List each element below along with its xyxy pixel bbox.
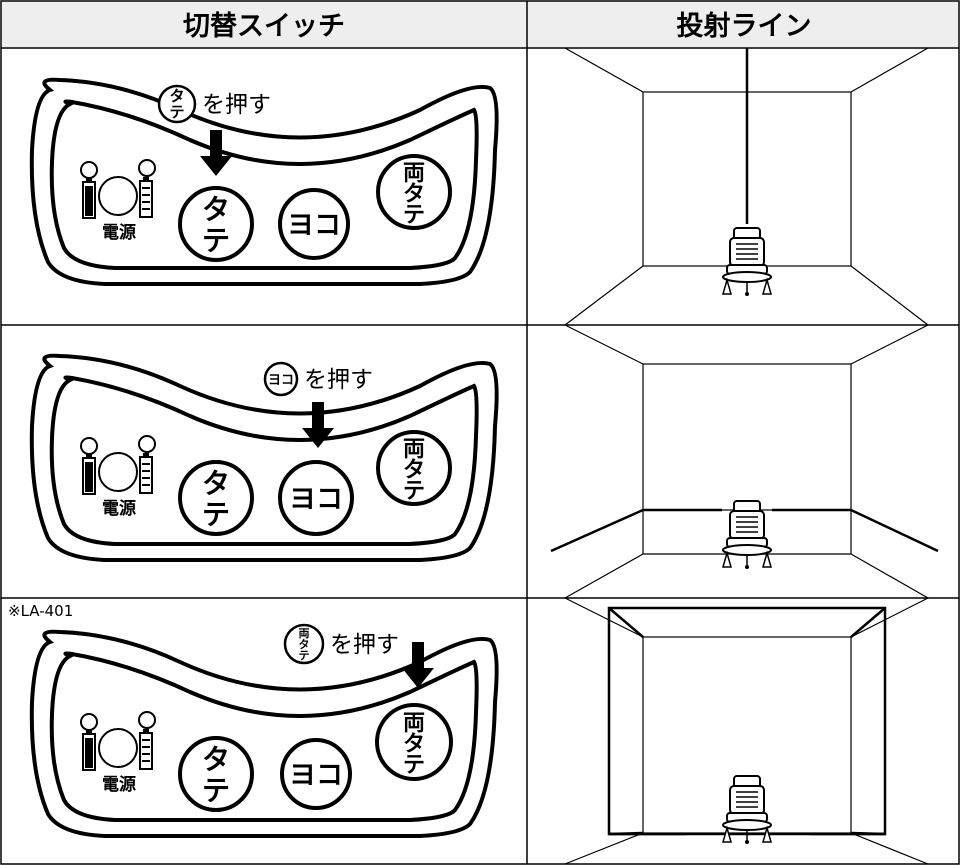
svg-text:タ: タ [202, 467, 230, 500]
tate-button[interactable]: タ テ [178, 460, 254, 536]
down-arrow-icon [402, 642, 434, 688]
press-label: を押す [330, 632, 399, 658]
header-projection-line: 投射ライン [677, 11, 812, 42]
svg-text:テ: テ [202, 498, 230, 531]
yoko-button[interactable]: ヨコ [278, 188, 350, 260]
press-label: を押す [304, 367, 373, 393]
yoko-mini-icon [263, 361, 299, 397]
power-label: 電源 [102, 774, 136, 795]
power-label: 電源 [102, 498, 136, 519]
svg-text:テ: テ [169, 103, 184, 121]
svg-text:タ: タ [299, 638, 310, 651]
press-instruction: 両 タ テ を押す [283, 623, 399, 665]
svg-text:タ: タ [403, 732, 425, 757]
laser-device-icon [722, 500, 772, 570]
press-instruction: タ テ を押す [157, 84, 271, 124]
header-switch: 切替スイッチ [183, 11, 345, 42]
svg-text:ヨコ: ヨコ [289, 760, 343, 791]
ryou-tate-button[interactable]: 両 タ テ [376, 430, 452, 506]
svg-text:両: 両 [403, 161, 425, 186]
yoko-button[interactable]: ヨコ [280, 738, 352, 810]
svg-text:ヨコ: ヨコ [289, 484, 343, 515]
svg-text:テ: テ [299, 649, 310, 662]
tate-mini-icon [157, 84, 197, 124]
row-1-projection [564, 47, 929, 326]
ryou-tate-mini-icon [283, 623, 325, 665]
down-arrow-icon [200, 130, 232, 176]
down-arrow-icon [302, 402, 334, 448]
power-button[interactable] [98, 452, 138, 492]
row-1-switch-panel: 電源 タ テ ヨコ 両 タ テ タ テ を押す [29, 77, 499, 286]
svg-text:テ: テ [403, 203, 425, 228]
power-label: 電源 [102, 222, 136, 243]
tate-button[interactable]: タ テ [178, 736, 254, 812]
ryou-tate-button[interactable]: 両 タ テ [375, 703, 453, 781]
power-indicator-group: 電源 [80, 711, 156, 795]
svg-text:テ: テ [403, 753, 425, 778]
yoko-button[interactable]: ヨコ [278, 460, 354, 536]
row-2-switch-panel: 電源 タ テ ヨコ 両 タ テ ヨコ を押す [29, 353, 499, 562]
press-label: を押す [202, 92, 271, 118]
row-3-switch-panel: 電源 タ テ ヨコ 両 タ テ 両 タ テ を押す [29, 623, 499, 838]
svg-text:両: 両 [403, 437, 425, 462]
power-indicator-group: 電源 [80, 435, 156, 519]
svg-text:ヨコ: ヨコ [268, 373, 294, 388]
svg-text:両: 両 [299, 627, 310, 640]
svg-text:タ: タ [403, 458, 425, 483]
svg-text:タ: タ [169, 87, 184, 105]
laser-device-icon [722, 227, 772, 297]
model-note: ※LA-401 [8, 602, 73, 620]
svg-text:タ: タ [202, 743, 230, 776]
ryou-tate-button[interactable]: 両 タ テ [376, 154, 452, 230]
tate-button[interactable]: タ テ [178, 186, 254, 262]
press-instruction: ヨコ を押す [263, 361, 373, 397]
power-button[interactable] [98, 176, 138, 216]
svg-text:テ: テ [403, 479, 425, 504]
row-2-projection [550, 324, 939, 599]
svg-text:テ: テ [202, 224, 230, 257]
svg-text:テ: テ [202, 774, 230, 807]
svg-text:ヨコ: ヨコ [287, 210, 341, 241]
svg-text:タ: タ [403, 182, 425, 207]
power-button[interactable] [98, 728, 138, 768]
svg-text:両: 両 [403, 711, 425, 736]
svg-text:タ: タ [202, 193, 230, 226]
power-indicator-group: 電源 [80, 159, 156, 243]
header-row-background [2, 2, 958, 47]
